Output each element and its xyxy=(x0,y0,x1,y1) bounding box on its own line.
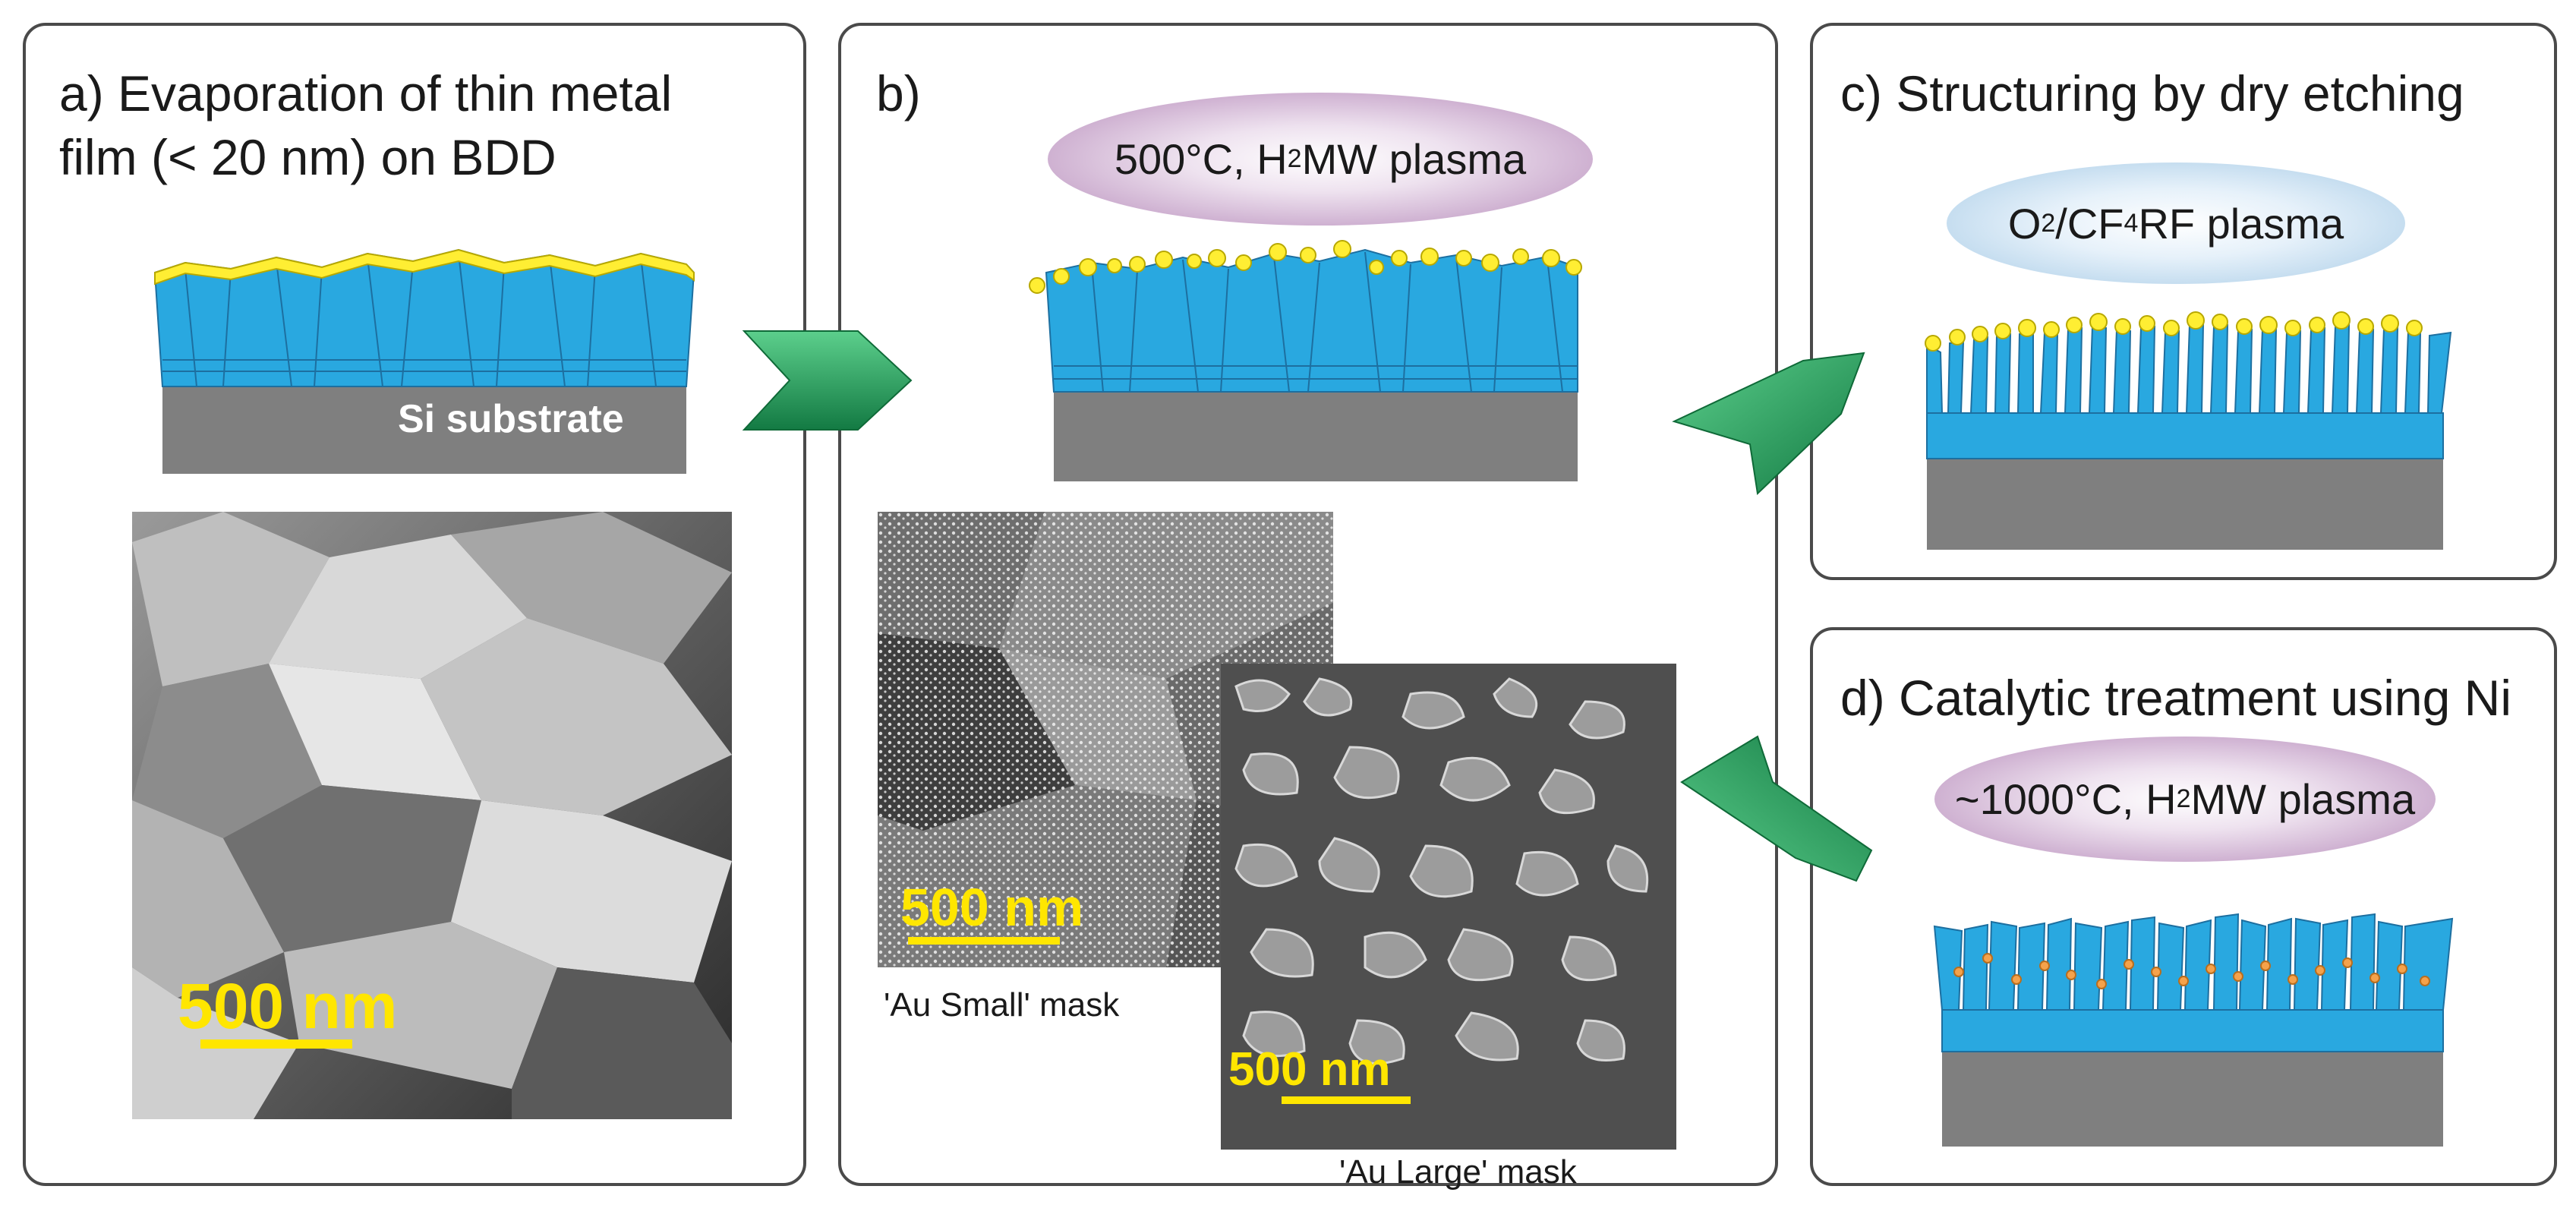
scale-bar-label: 500 nm xyxy=(178,970,398,1042)
panel-a-sem-image: 500 nm xyxy=(132,512,732,1119)
panel-d-schematic xyxy=(1933,913,2454,1147)
gold-particles xyxy=(1925,311,2423,352)
plasma-d-suffix: MW plasma xyxy=(2190,775,2416,823)
substrate-label: Si substrate xyxy=(398,397,624,441)
diamond-grains xyxy=(162,253,686,387)
scale-bar xyxy=(1282,1096,1411,1104)
au-large-caption: 'Au Large' mask xyxy=(1339,1153,1577,1191)
au-large-scale-label: 500 nm xyxy=(1228,1043,1391,1096)
scale-bar xyxy=(200,1039,352,1049)
plasma-c-o: O xyxy=(2007,199,2042,248)
plasma-b-text: 500°C, H xyxy=(1114,135,1288,183)
panel-c-schematic xyxy=(1925,311,2452,550)
si-substrate xyxy=(1942,1052,2443,1147)
plasma-d-text: ~1000°C, H xyxy=(1954,775,2177,823)
panel-b-schematic xyxy=(1029,240,1582,481)
panel-d-title: d) Catalytic treatment using Ni xyxy=(1840,670,2512,726)
plasma-c-sub1: 2 xyxy=(2041,208,2056,238)
si-substrate xyxy=(162,386,686,474)
si-substrate xyxy=(1927,459,2443,550)
nickel-particles xyxy=(1953,953,2430,989)
arrow-b-to-c xyxy=(1672,352,1865,496)
plasma-c-sub2: 4 xyxy=(2124,208,2139,238)
arrow-a-to-b xyxy=(742,330,913,431)
diamond-base xyxy=(1941,1009,2444,1052)
si-substrate xyxy=(1054,392,1578,481)
au-small-scale-label: 500 nm xyxy=(900,878,1083,937)
plasma-c-rf: RF plasma xyxy=(2138,199,2344,248)
gold-particles xyxy=(1029,240,1582,294)
diamond-base xyxy=(1926,412,2444,459)
sem-facets xyxy=(132,512,732,1119)
plasma-d-subscript: 2 xyxy=(2176,784,2191,813)
panel-a-title-line1: a) Evaporation of thin metal xyxy=(59,65,673,121)
panel-a-title-line2: film (< 20 nm) on BDD xyxy=(59,129,557,185)
diamond-nanowires xyxy=(1933,913,2454,1011)
metal-film xyxy=(154,248,695,285)
scale-bar xyxy=(908,937,1060,945)
panel-a: a) Evaporation of thin metal film (< 20 … xyxy=(23,23,806,1186)
panel-c-title: c) Structuring by dry etching xyxy=(1840,65,2464,121)
panel-b-title: b) xyxy=(876,65,921,121)
plasma-b-subscript: 2 xyxy=(1287,144,1302,173)
arrow-b-to-d xyxy=(1680,735,1873,882)
au-large-sem-image: 500 nm xyxy=(1221,664,1676,1150)
panel-a-schematic xyxy=(153,248,695,474)
plasma-b-suffix: MW plasma xyxy=(1301,135,1527,183)
diamond-pillars xyxy=(1926,322,2452,414)
au-small-caption: 'Au Small' mask xyxy=(884,986,1120,1024)
panel-d: d) Catalytic treatment using Ni ~1000°C,… xyxy=(1810,627,2557,1186)
plasma-c-cf: /CF xyxy=(2055,199,2124,248)
